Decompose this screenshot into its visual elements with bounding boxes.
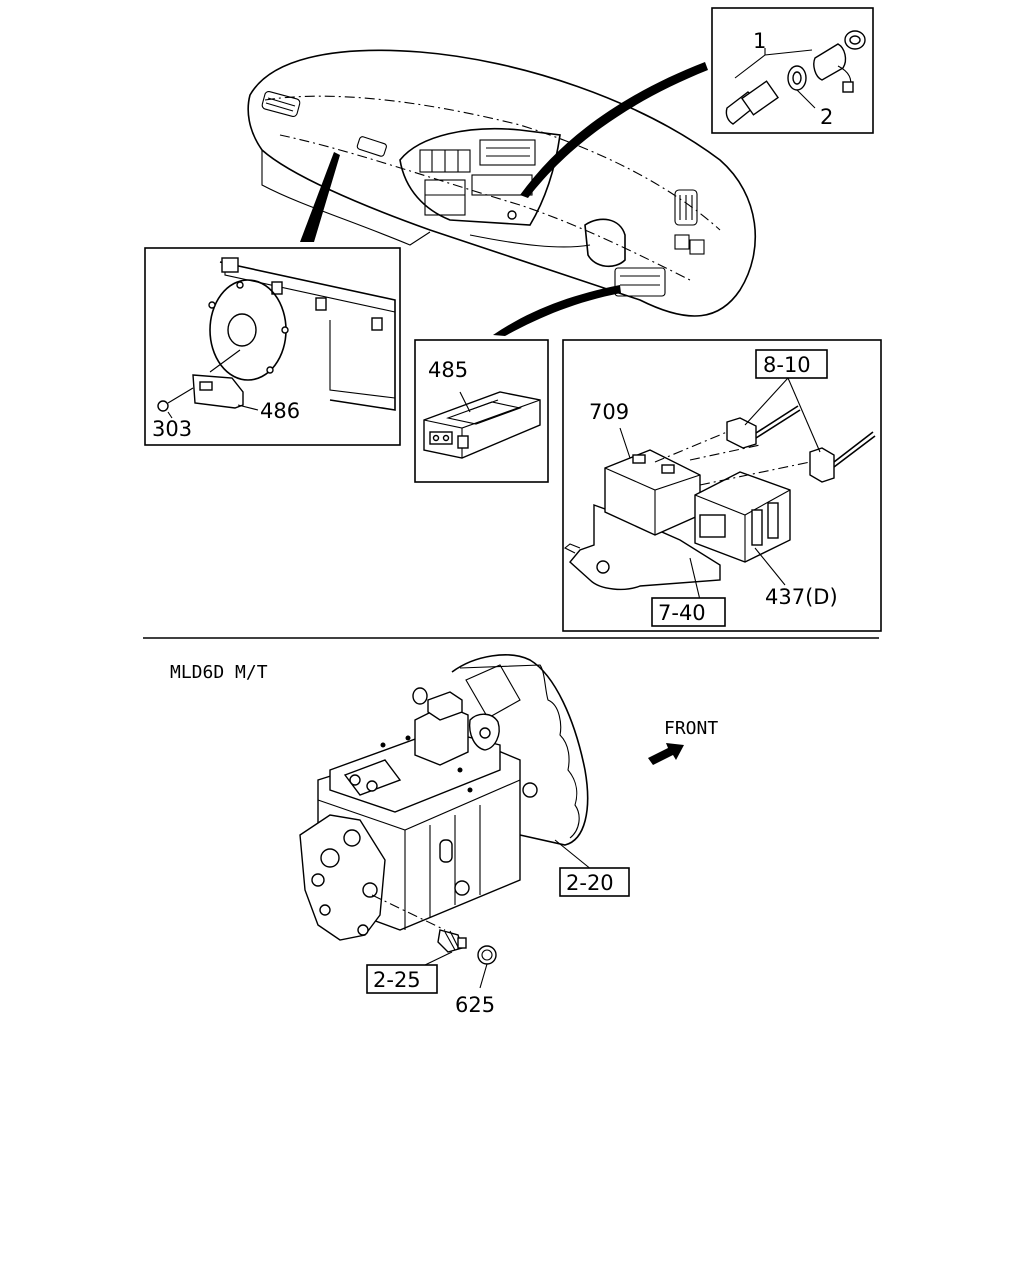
switch-part-drawing [725, 30, 866, 125]
transmission-drawing [299, 654, 593, 989]
label-part-1: 1 [753, 29, 766, 53]
label-part-486: 486 [260, 399, 300, 423]
label-ref-7-40: 7-40 [658, 601, 706, 625]
ref-box-8-10 [755, 349, 828, 379]
label-front: FRONT [664, 718, 718, 739]
label-ref-2-25: 2-25 [373, 968, 421, 992]
module-485-drawing [423, 391, 541, 459]
label-part-485: 485 [428, 358, 468, 382]
label-ref-2-20: 2-20 [566, 871, 614, 895]
ref-box-7-40 [651, 597, 726, 627]
label-part-625: 625 [455, 993, 495, 1017]
ref-box-2-25 [366, 964, 438, 994]
inset-box-bracket [144, 247, 401, 446]
label-part-437d: 437(D) [765, 585, 838, 609]
front-arrow-icon [648, 743, 684, 765]
ref-box-2-20 [559, 867, 630, 897]
label-part-709: 709 [589, 400, 629, 424]
label-part-303: 303 [152, 417, 192, 441]
bracket-part-drawing [157, 257, 396, 419]
section-title: MLD6D M/T [170, 662, 268, 683]
label-ref-8-10: 8-10 [763, 353, 811, 377]
relay-part-drawing [563, 377, 876, 601]
dashboard-illustration [247, 49, 757, 336]
label-part-2: 2 [820, 105, 833, 129]
